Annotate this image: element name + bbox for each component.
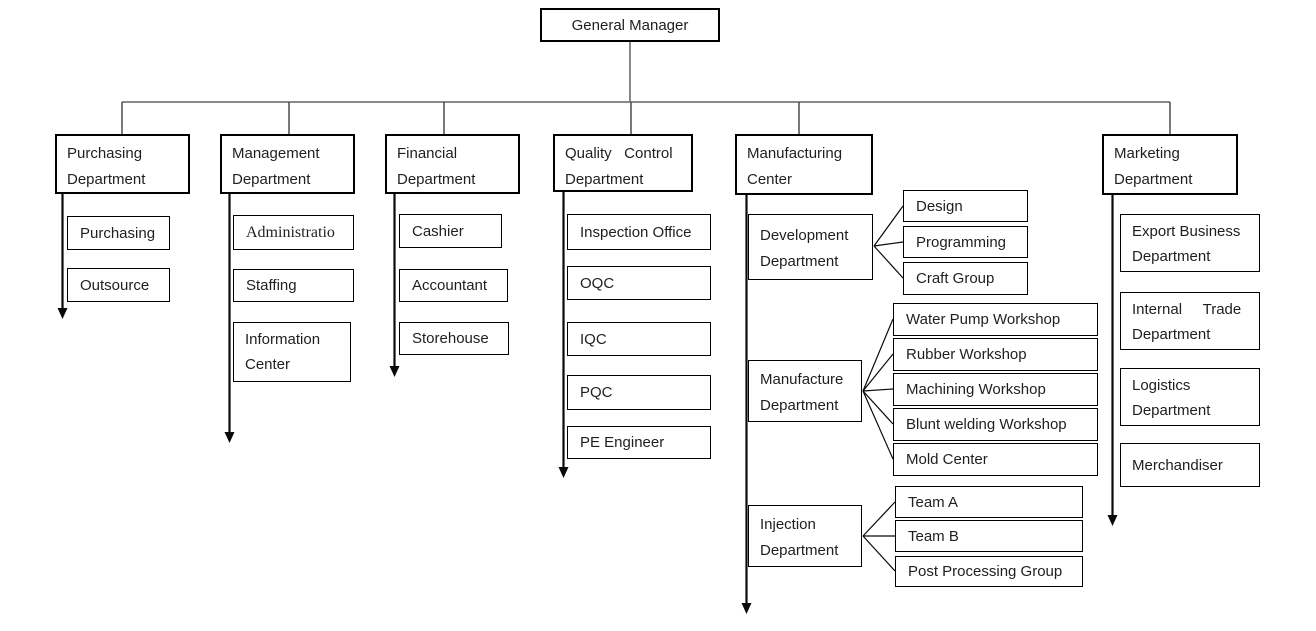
node-pe-engineer: PE Engineer: [567, 426, 711, 459]
node-team-a: Team A: [895, 486, 1083, 518]
node-storehouse: Storehouse: [399, 322, 509, 355]
node-financial-department: Financial Department: [385, 134, 520, 194]
fan-line-manufacture-machining: [862, 388, 894, 392]
node-purchasing: Purchasing: [67, 216, 170, 250]
fan-line-manufacture-water-pump: [862, 318, 894, 392]
down-arrowhead-manufacturing: [741, 603, 752, 614]
node-merchandiser: Merchandiser: [1120, 443, 1260, 487]
node-injection-department: Injection Department: [748, 505, 862, 567]
node-quality-control-department: Quality Control Department: [553, 134, 693, 192]
fan-line-development-programming: [873, 241, 904, 247]
node-logistics-department: Logistics Department: [1120, 368, 1260, 426]
node-oqc: OQC: [567, 266, 711, 300]
node-outsource: Outsource: [67, 268, 170, 302]
node-pqc: PQC: [567, 375, 711, 410]
node-post-processing-group: Post Processing Group: [895, 556, 1083, 587]
node-staffing: Staffing: [233, 269, 354, 302]
node-export-business-department: Export Business Department: [1120, 214, 1260, 272]
node-craft-group: Craft Group: [903, 262, 1028, 295]
node-general-manager: General Manager: [540, 8, 720, 42]
node-internal-trade-department: Internal Trade Department: [1120, 292, 1260, 350]
node-management-department: Management Department: [220, 134, 355, 194]
node-iqc: IQC: [567, 322, 711, 356]
node-inspection-office: Inspection Office: [567, 214, 711, 250]
fan-line-injection-team-a: [862, 501, 896, 537]
node-mold-center: Mold Center: [893, 443, 1098, 476]
down-arrowhead-marketing: [1107, 515, 1118, 526]
node-machining-workshop: Machining Workshop: [893, 373, 1098, 406]
node-blunt-welding-workshop: Blunt welding Workshop: [893, 408, 1098, 441]
node-manufacture-department: Manufacture Department: [748, 360, 862, 422]
node-rubber-workshop: Rubber Workshop: [893, 338, 1098, 371]
node-water-pump-workshop: Water Pump Workshop: [893, 303, 1098, 336]
node-team-b: Team B: [895, 520, 1083, 552]
node-cashier: Cashier: [399, 214, 502, 248]
node-marketing-department: Marketing Department: [1102, 134, 1238, 195]
down-arrowhead-quality-control: [558, 467, 569, 478]
fan-line-manufacture-blunt-welding: [862, 390, 894, 425]
node-accountant: Accountant: [399, 269, 508, 302]
down-arrowhead-financial: [389, 366, 400, 377]
node-administration: Administratio: [233, 215, 354, 250]
fan-line-manufacture-rubber: [862, 353, 894, 392]
node-information-center: Information Center: [233, 322, 351, 382]
fan-line-development-craft-group: [873, 245, 904, 279]
fan-line-manufacture-mold-center: [862, 390, 894, 460]
down-arrowhead-management: [224, 432, 235, 443]
down-arrowhead-purchasing: [57, 308, 68, 319]
node-programming: Programming: [903, 226, 1028, 258]
fan-line-injection-post-processing: [862, 535, 896, 572]
node-purchasing-department: Purchasing Department: [55, 134, 190, 194]
node-development-department: Development Department: [748, 214, 873, 280]
node-design: Design: [903, 190, 1028, 222]
fan-line-development-design: [873, 205, 904, 247]
node-manufacturing-center: Manufacturing Center: [735, 134, 873, 195]
